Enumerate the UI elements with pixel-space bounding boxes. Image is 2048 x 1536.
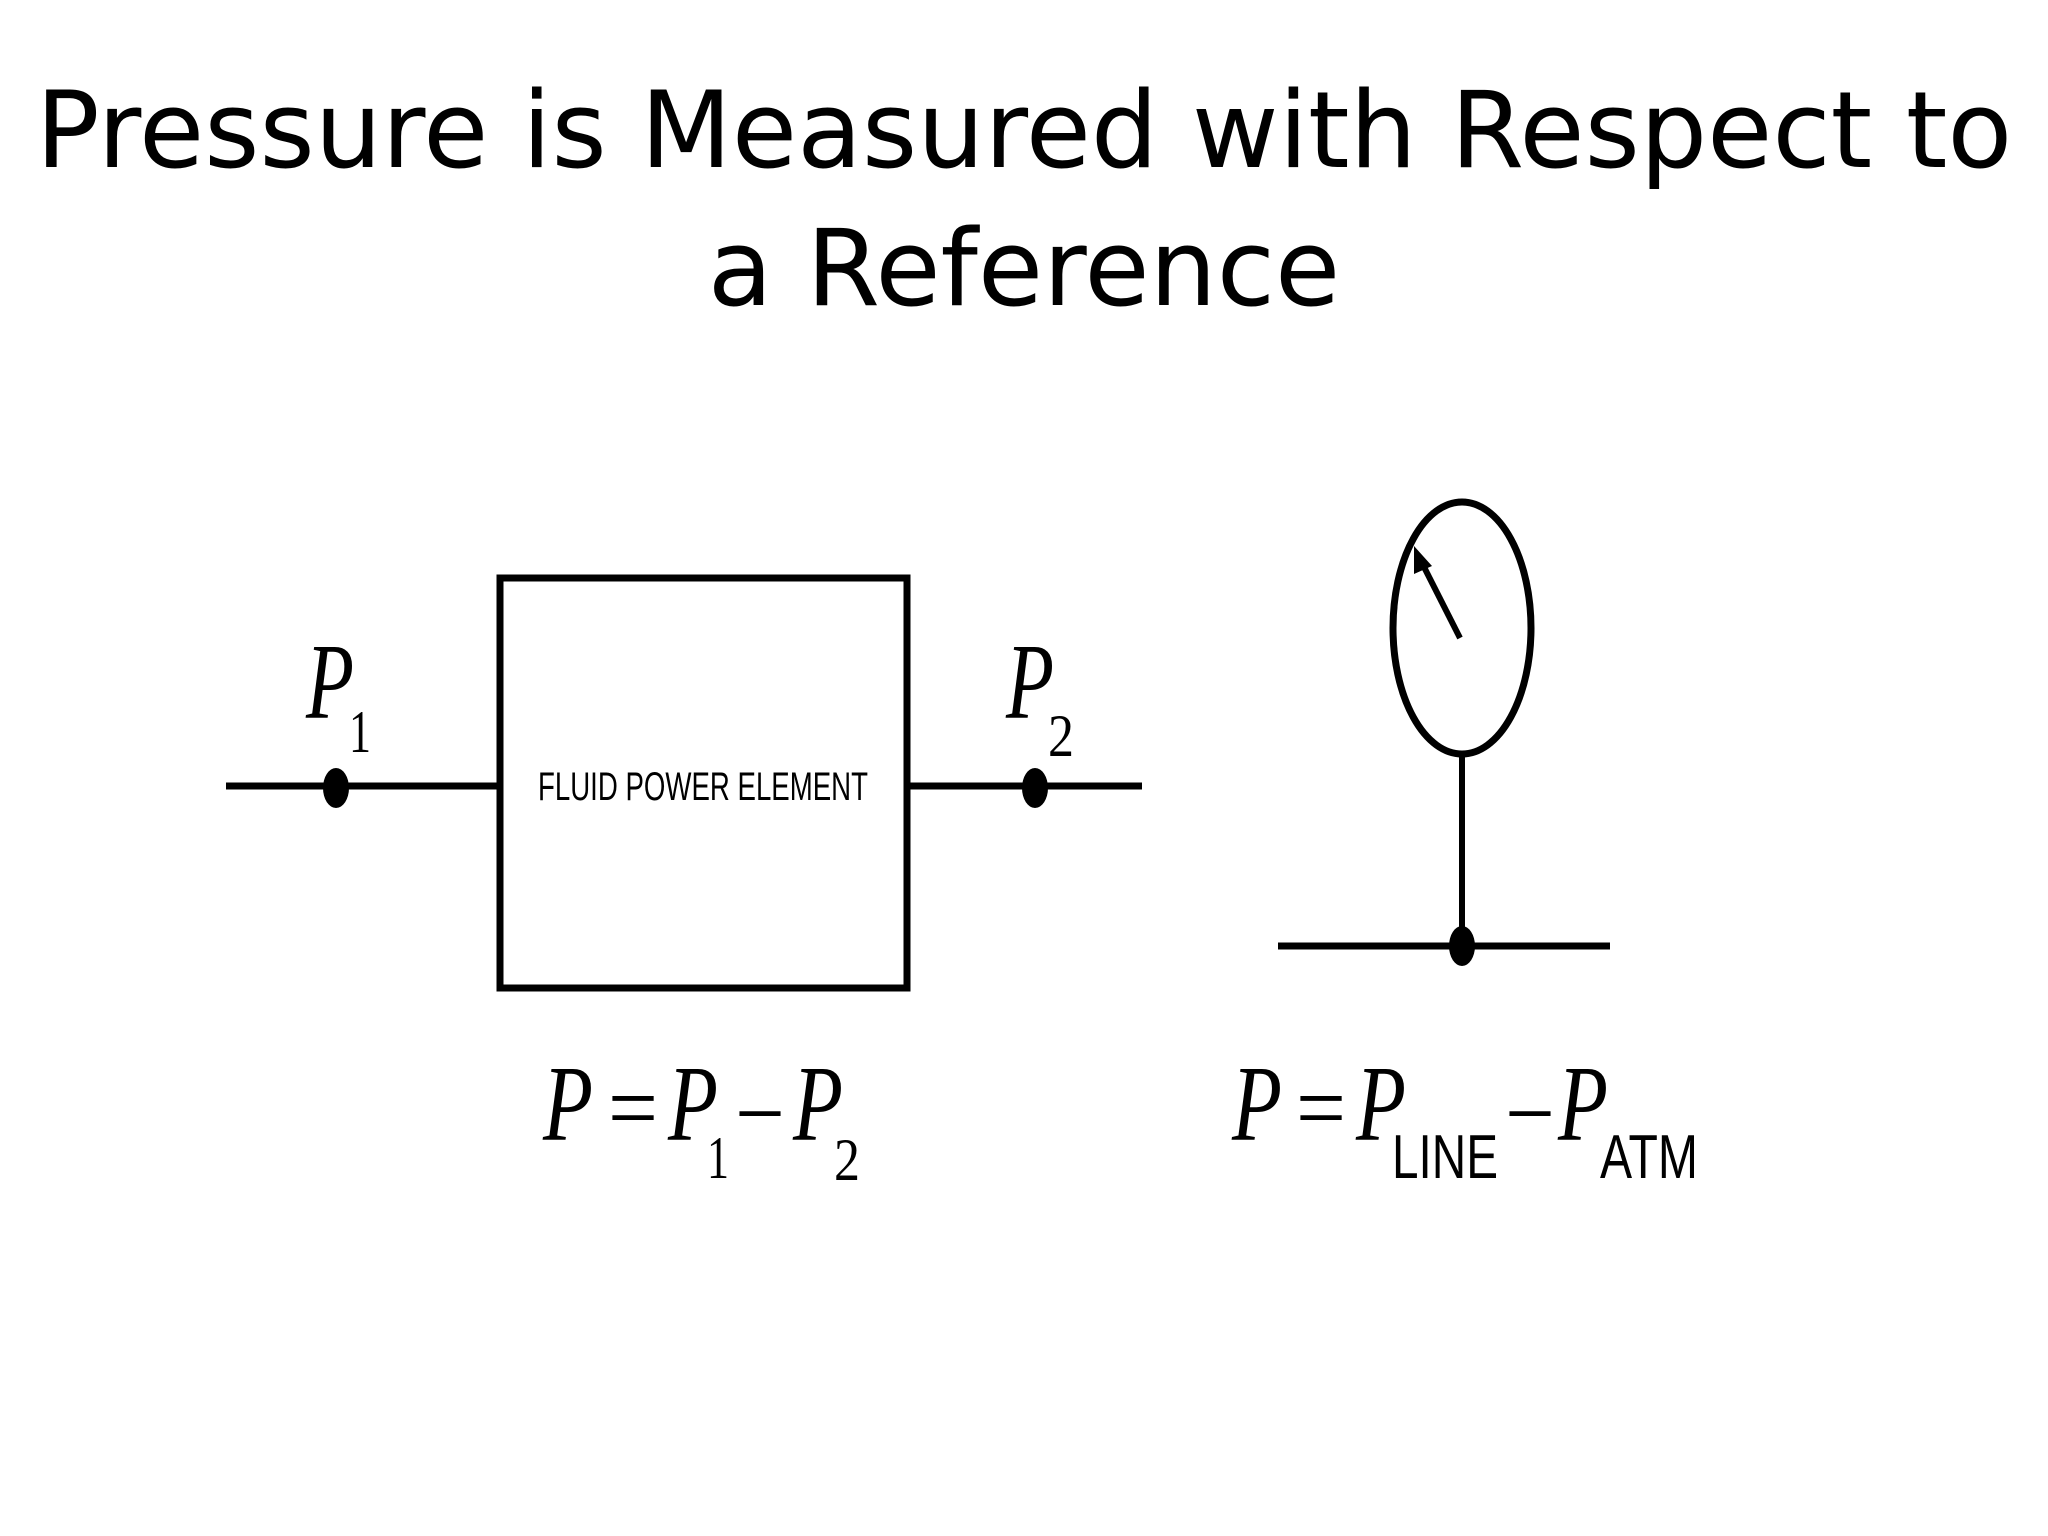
formula-left-term1-sub: 1 (707, 1125, 729, 1191)
p1-label: P 1 (305, 623, 371, 765)
differential-pressure-formula: P = P 1 – P 2 (542, 1045, 860, 1193)
fluid-power-element-label: FLUID POWER ELEMENT (538, 765, 868, 809)
p1-measurement-point (323, 768, 349, 808)
p2-label: P 2 (1005, 623, 1074, 769)
pressure-gauge-dial (1389, 498, 1535, 758)
p1-symbol: P (305, 623, 354, 742)
formula-left-equals: = (608, 1054, 658, 1161)
slide-title-line-1: Pressure is Measured with Respect to (35, 69, 2013, 192)
formula-right-term2: P (1557, 1045, 1608, 1164)
formula-left-term2-sub: 2 (834, 1127, 860, 1193)
fluid-power-element-box (496, 574, 911, 992)
formula-left-term2: P (792, 1045, 843, 1164)
formula-right-term1-sub: LINE (1392, 1123, 1498, 1192)
p1-subscript: 1 (349, 699, 371, 765)
gauge-pressure-formula: P = P LINE – P ATM (1231, 1045, 1698, 1192)
slide-title: Pressure is Measured with Respect to a R… (0, 62, 2048, 338)
p2-symbol: P (1005, 623, 1054, 742)
gauge-needle-arrowhead-icon (1414, 546, 1432, 574)
formula-right-lhs: P (1231, 1045, 1282, 1164)
gauge-tap-point (1449, 926, 1475, 966)
formula-left-minus: – (739, 1050, 781, 1157)
formula-right-term2-sub: ATM (1600, 1123, 1698, 1192)
formula-right-equals: = (1296, 1054, 1346, 1161)
slide-title-line-2: a Reference (707, 207, 1341, 330)
formula-left-term1: P (667, 1045, 718, 1164)
p2-subscript: 2 (1048, 703, 1074, 769)
formula-left-lhs: P (542, 1045, 593, 1164)
gauge-pressure-diagram: P = P LINE – P ATM (1231, 498, 1698, 1192)
gauge-needle (1420, 563, 1463, 640)
p2-measurement-point (1022, 768, 1048, 808)
formula-right-minus: – (1509, 1050, 1551, 1157)
fluid-power-element-diagram: FLUID POWER ELEMENT P 1 P 2 P = P 1 – P … (226, 574, 1142, 1193)
formula-right-term1: P (1355, 1045, 1406, 1164)
